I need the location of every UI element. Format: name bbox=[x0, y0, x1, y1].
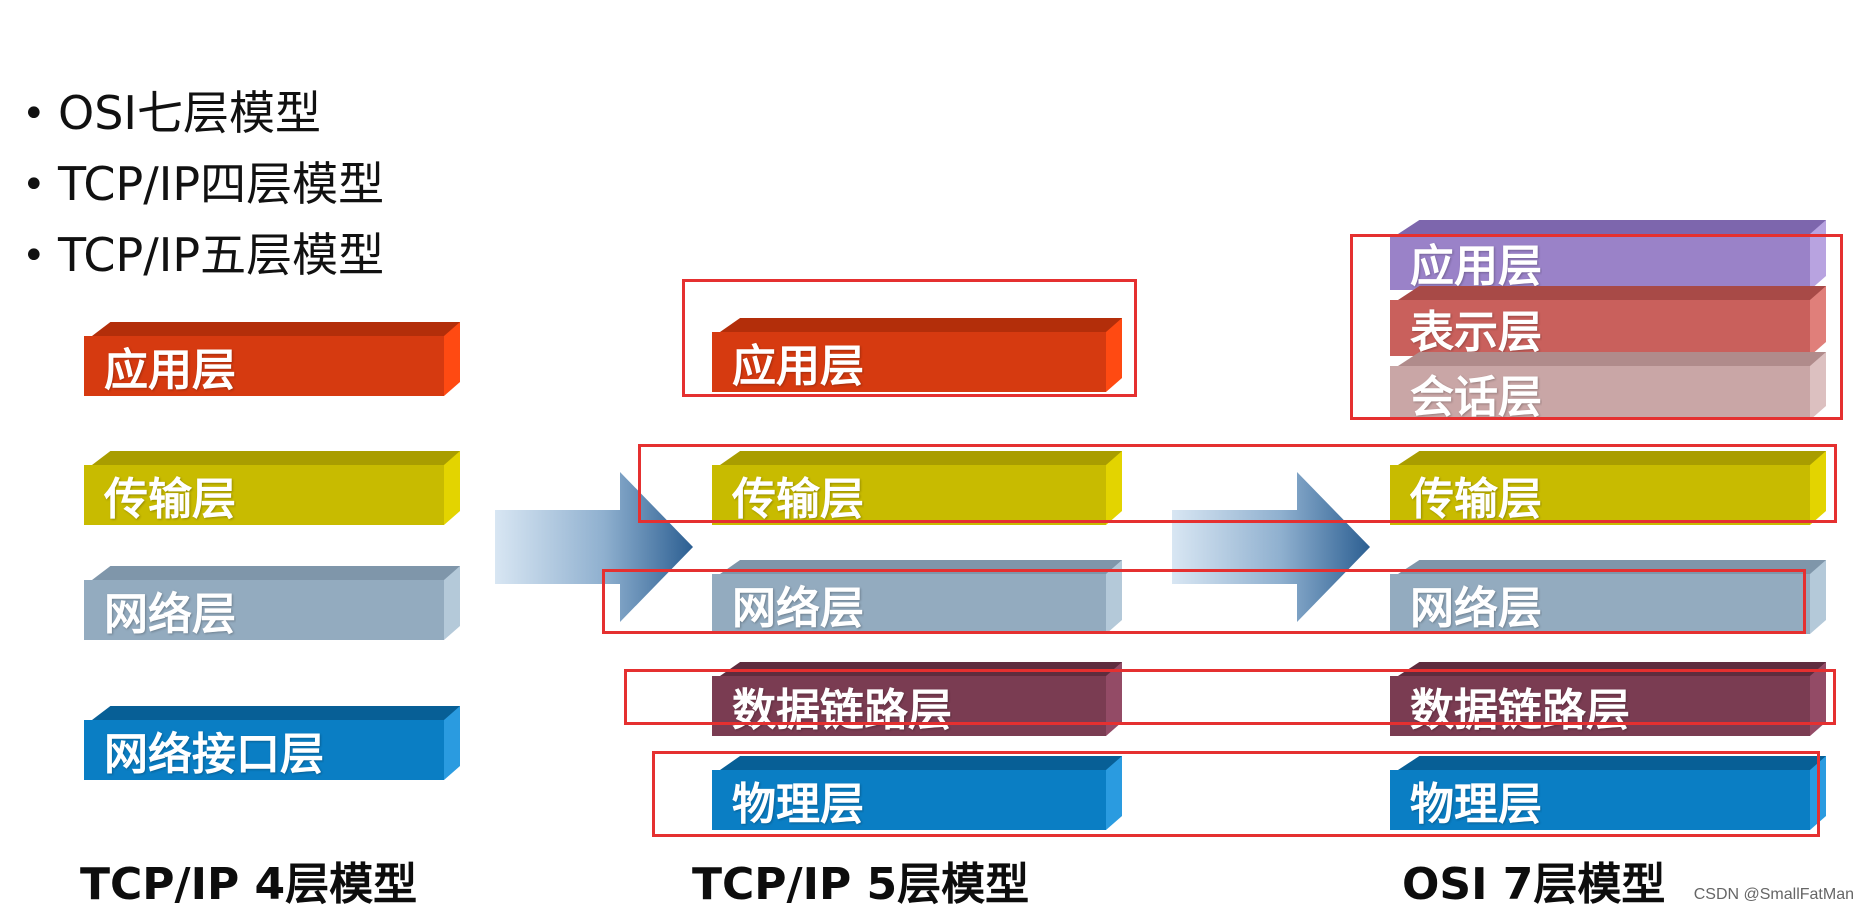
layer-network-5: 网络层 bbox=[712, 560, 1122, 634]
layer-transport-7: 传输层 bbox=[1390, 451, 1826, 525]
watermark: CSDN @SmallFatMan bbox=[1693, 886, 1854, 903]
highlight-box-osi-upper bbox=[1350, 234, 1843, 420]
highlight-box-data-link bbox=[624, 669, 1836, 725]
bullet-item: •TCP/IP四层模型 bbox=[22, 157, 385, 211]
layer-physical-5: 物理层 bbox=[712, 756, 1122, 830]
layer-application-7: 应用层 bbox=[1390, 220, 1826, 290]
bullet-list: •OSI七层模型 •TCP/IP四层模型 •TCP/IP五层模型 bbox=[22, 78, 384, 291]
bullet-item: •OSI七层模型 bbox=[22, 86, 321, 140]
caption-tcpip-5: TCP/IP 5层模型 bbox=[692, 859, 1030, 910]
layer-transport-5: 传输层 bbox=[712, 451, 1122, 525]
layer-application-5: 应用层 bbox=[712, 318, 1122, 392]
bullet-item: •TCP/IP五层模型 bbox=[22, 228, 385, 282]
layer-presentation-7: 表示层 bbox=[1390, 286, 1826, 356]
arrow-right-icon bbox=[495, 472, 693, 622]
highlight-box-transport bbox=[638, 444, 1837, 523]
layer-network-4: 网络层 bbox=[84, 566, 460, 640]
highlight-box-network bbox=[602, 569, 1806, 634]
layer-physical-7: 物理层 bbox=[1390, 756, 1826, 830]
layer-application-4: 应用层 bbox=[84, 322, 460, 396]
highlight-box-physical bbox=[652, 751, 1820, 837]
layer-network-7: 网络层 bbox=[1390, 560, 1826, 634]
layer-network-interface-4: 网络接口层 bbox=[84, 706, 460, 780]
layer-transport-4: 传输层 bbox=[84, 451, 460, 525]
layer-session-7: 会话层 bbox=[1390, 352, 1826, 420]
arrow-right-icon bbox=[1172, 472, 1370, 622]
highlight-box-application bbox=[682, 279, 1137, 397]
layer-data-link-5: 数据链路层 bbox=[712, 662, 1122, 736]
caption-osi-7: OSI 7层模型 bbox=[1402, 859, 1666, 910]
caption-tcpip-4: TCP/IP 4层模型 bbox=[80, 859, 418, 910]
layer-data-link-7: 数据链路层 bbox=[1390, 662, 1826, 736]
